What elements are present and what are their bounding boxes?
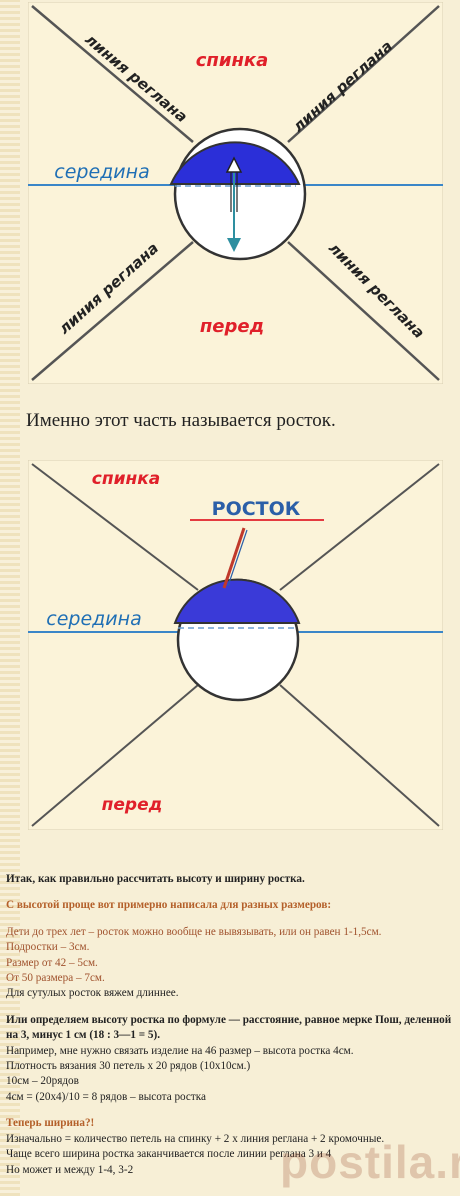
middle-label: середина [46, 608, 141, 630]
example-line: Плотность вязания 30 петель х 20 рядов (… [6, 1060, 251, 1073]
middle-label: середина [54, 161, 149, 183]
height-heading: С высотой проще вот примерно написала дл… [6, 899, 332, 912]
example-line: 10см – 20рядов [6, 1075, 79, 1088]
height-line: От 50 размера – 7см. [6, 972, 105, 985]
height-line: Подростки – 3см. [6, 941, 90, 954]
example-line: Например, мне нужно связать изделие на 4… [6, 1044, 354, 1057]
raglan-diagram: спинка середина перед линия реглана лини… [28, 2, 443, 384]
width-line: Но может и между 1-4, 3-2 [6, 1163, 134, 1176]
front-label: перед [200, 316, 264, 337]
height-line: Размер от 42 – 5см. [6, 956, 98, 969]
width-line: Чаще всего ширина ростка заканчивается п… [6, 1148, 332, 1161]
watermark-logo: postila.ru [280, 1136, 460, 1188]
decorative-left-stripe [0, 0, 20, 1196]
stoop-note: Для сутулых росток вяжем длиннее. [6, 987, 179, 1000]
width-heading: Теперь ширина?! [6, 1117, 95, 1130]
formula-text: Или определяем высоту ростка по формуле … [6, 1013, 452, 1042]
intro-heading: Итак, как правильно рассчитать высоту и … [6, 873, 305, 885]
example-line: 4см = (20х4)/10 = 8 рядов – высота ростк… [6, 1090, 207, 1103]
height-line: Дети до трех лет – росток можно вообще н… [6, 925, 382, 938]
raglan-diagram-graphic: спинка середина перед линия реглана лини… [28, 2, 443, 384]
front-label: перед [102, 795, 163, 815]
rostok-diagram: РОСТОК спинка середина перед [28, 460, 443, 830]
width-line: Изначально = количество петель на спинку… [6, 1132, 385, 1145]
article-body: Итак, как правильно рассчитать высоту и … [6, 872, 456, 1178]
back-label: спинка [92, 469, 161, 489]
back-label: спинка [196, 50, 269, 71]
rostok-diagram-graphic: РОСТОК спинка середина перед [28, 460, 443, 830]
figure-caption: Именно этот часть называется росток. [26, 410, 336, 431]
rostok-label: РОСТОК [212, 498, 301, 520]
